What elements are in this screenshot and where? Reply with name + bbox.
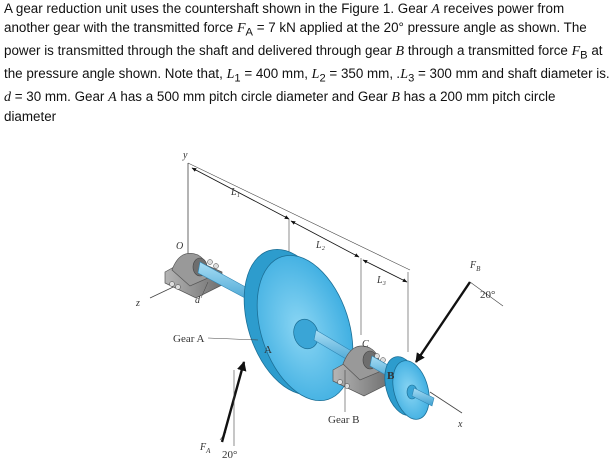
force-a-label: FA xyxy=(199,442,211,455)
countershaft-figure: y z L₁ L₂ L₃ x O d xyxy=(0,130,614,466)
text-part: = 400 mm, xyxy=(240,66,312,82)
gear-a-face-label: A xyxy=(264,344,272,356)
symbol-gear-b: B xyxy=(391,90,400,106)
subscript: A xyxy=(245,26,253,39)
symbol-l1: L xyxy=(226,67,235,83)
text-part: receives power from another gear with th… xyxy=(4,1,565,36)
text-part: = 300 mm and shaft diameter is. xyxy=(414,66,610,82)
text-part: has a 500 mm pitch circle diameter and G… xyxy=(116,89,392,105)
z-axis-label: z xyxy=(135,298,140,309)
gear-b-label: Gear B xyxy=(328,414,359,426)
text-part: = 30 mm. Gear xyxy=(11,89,109,105)
force-a-arrow xyxy=(220,361,247,443)
dimension-l1 xyxy=(191,167,290,220)
gear-a xyxy=(243,248,354,402)
x-axis-line xyxy=(429,391,463,414)
gear-b-face-label: B xyxy=(387,370,395,382)
y-axis-label: y xyxy=(182,150,188,161)
gear-a-leader xyxy=(207,337,259,341)
diameter-label: d xyxy=(195,295,201,306)
problem-statement: A gear reduction unit uses the countersh… xyxy=(4,0,610,126)
dimension-line xyxy=(187,162,411,271)
text-part: has a 200 mm pitch circle diameter xyxy=(4,89,556,124)
force-b-arrow xyxy=(415,281,471,363)
symbol-fb: F xyxy=(571,44,581,60)
symbol-gear-b: B xyxy=(395,44,405,60)
symbol-d: d xyxy=(4,90,11,106)
force-b-angle-reference xyxy=(469,281,504,307)
x-axis-label: x xyxy=(457,419,463,430)
point-c-label: C xyxy=(362,339,369,350)
force-b-angle-label: 20° xyxy=(480,289,495,301)
symbol-gear-a: A xyxy=(108,90,117,106)
point-o-label: O xyxy=(176,241,183,252)
text-part: through a transmitted force xyxy=(404,43,572,59)
text-part: = 350 mm, xyxy=(325,66,397,82)
gear-b xyxy=(384,356,430,420)
symbol-l3: .L xyxy=(396,67,409,83)
dimension-l3 xyxy=(362,259,408,283)
dimension-l2 xyxy=(290,220,360,258)
text-part: = 7 kN applied at the 20° pressure angle… xyxy=(4,20,587,59)
subscript: B xyxy=(580,49,588,62)
shaft-end xyxy=(411,387,435,407)
force-a-angle-label: 20° xyxy=(222,449,237,461)
subscript: 1 xyxy=(234,72,241,85)
symbol-gear-a: A xyxy=(431,2,440,17)
force-b-label: FB xyxy=(469,260,481,273)
dimension-l3-label: L₃ xyxy=(376,275,387,286)
dimension-l1-label: L₁ xyxy=(230,187,240,198)
diameter-leader xyxy=(200,281,209,299)
symbol-fa: F xyxy=(236,21,246,37)
countershaft-diagram: y z L₁ L₂ L₃ x O d xyxy=(135,150,504,461)
symbol-l2: L xyxy=(311,67,320,83)
subscript: 2 xyxy=(319,72,326,85)
subscript: 3 xyxy=(408,72,415,85)
text-part: at the pressure angle shown. Note that, xyxy=(4,43,603,82)
dimension-l2-label: L₂ xyxy=(315,240,326,251)
gear-a-label: Gear A xyxy=(173,333,205,345)
text-part: A gear reduction unit uses the countersh… xyxy=(4,1,432,16)
